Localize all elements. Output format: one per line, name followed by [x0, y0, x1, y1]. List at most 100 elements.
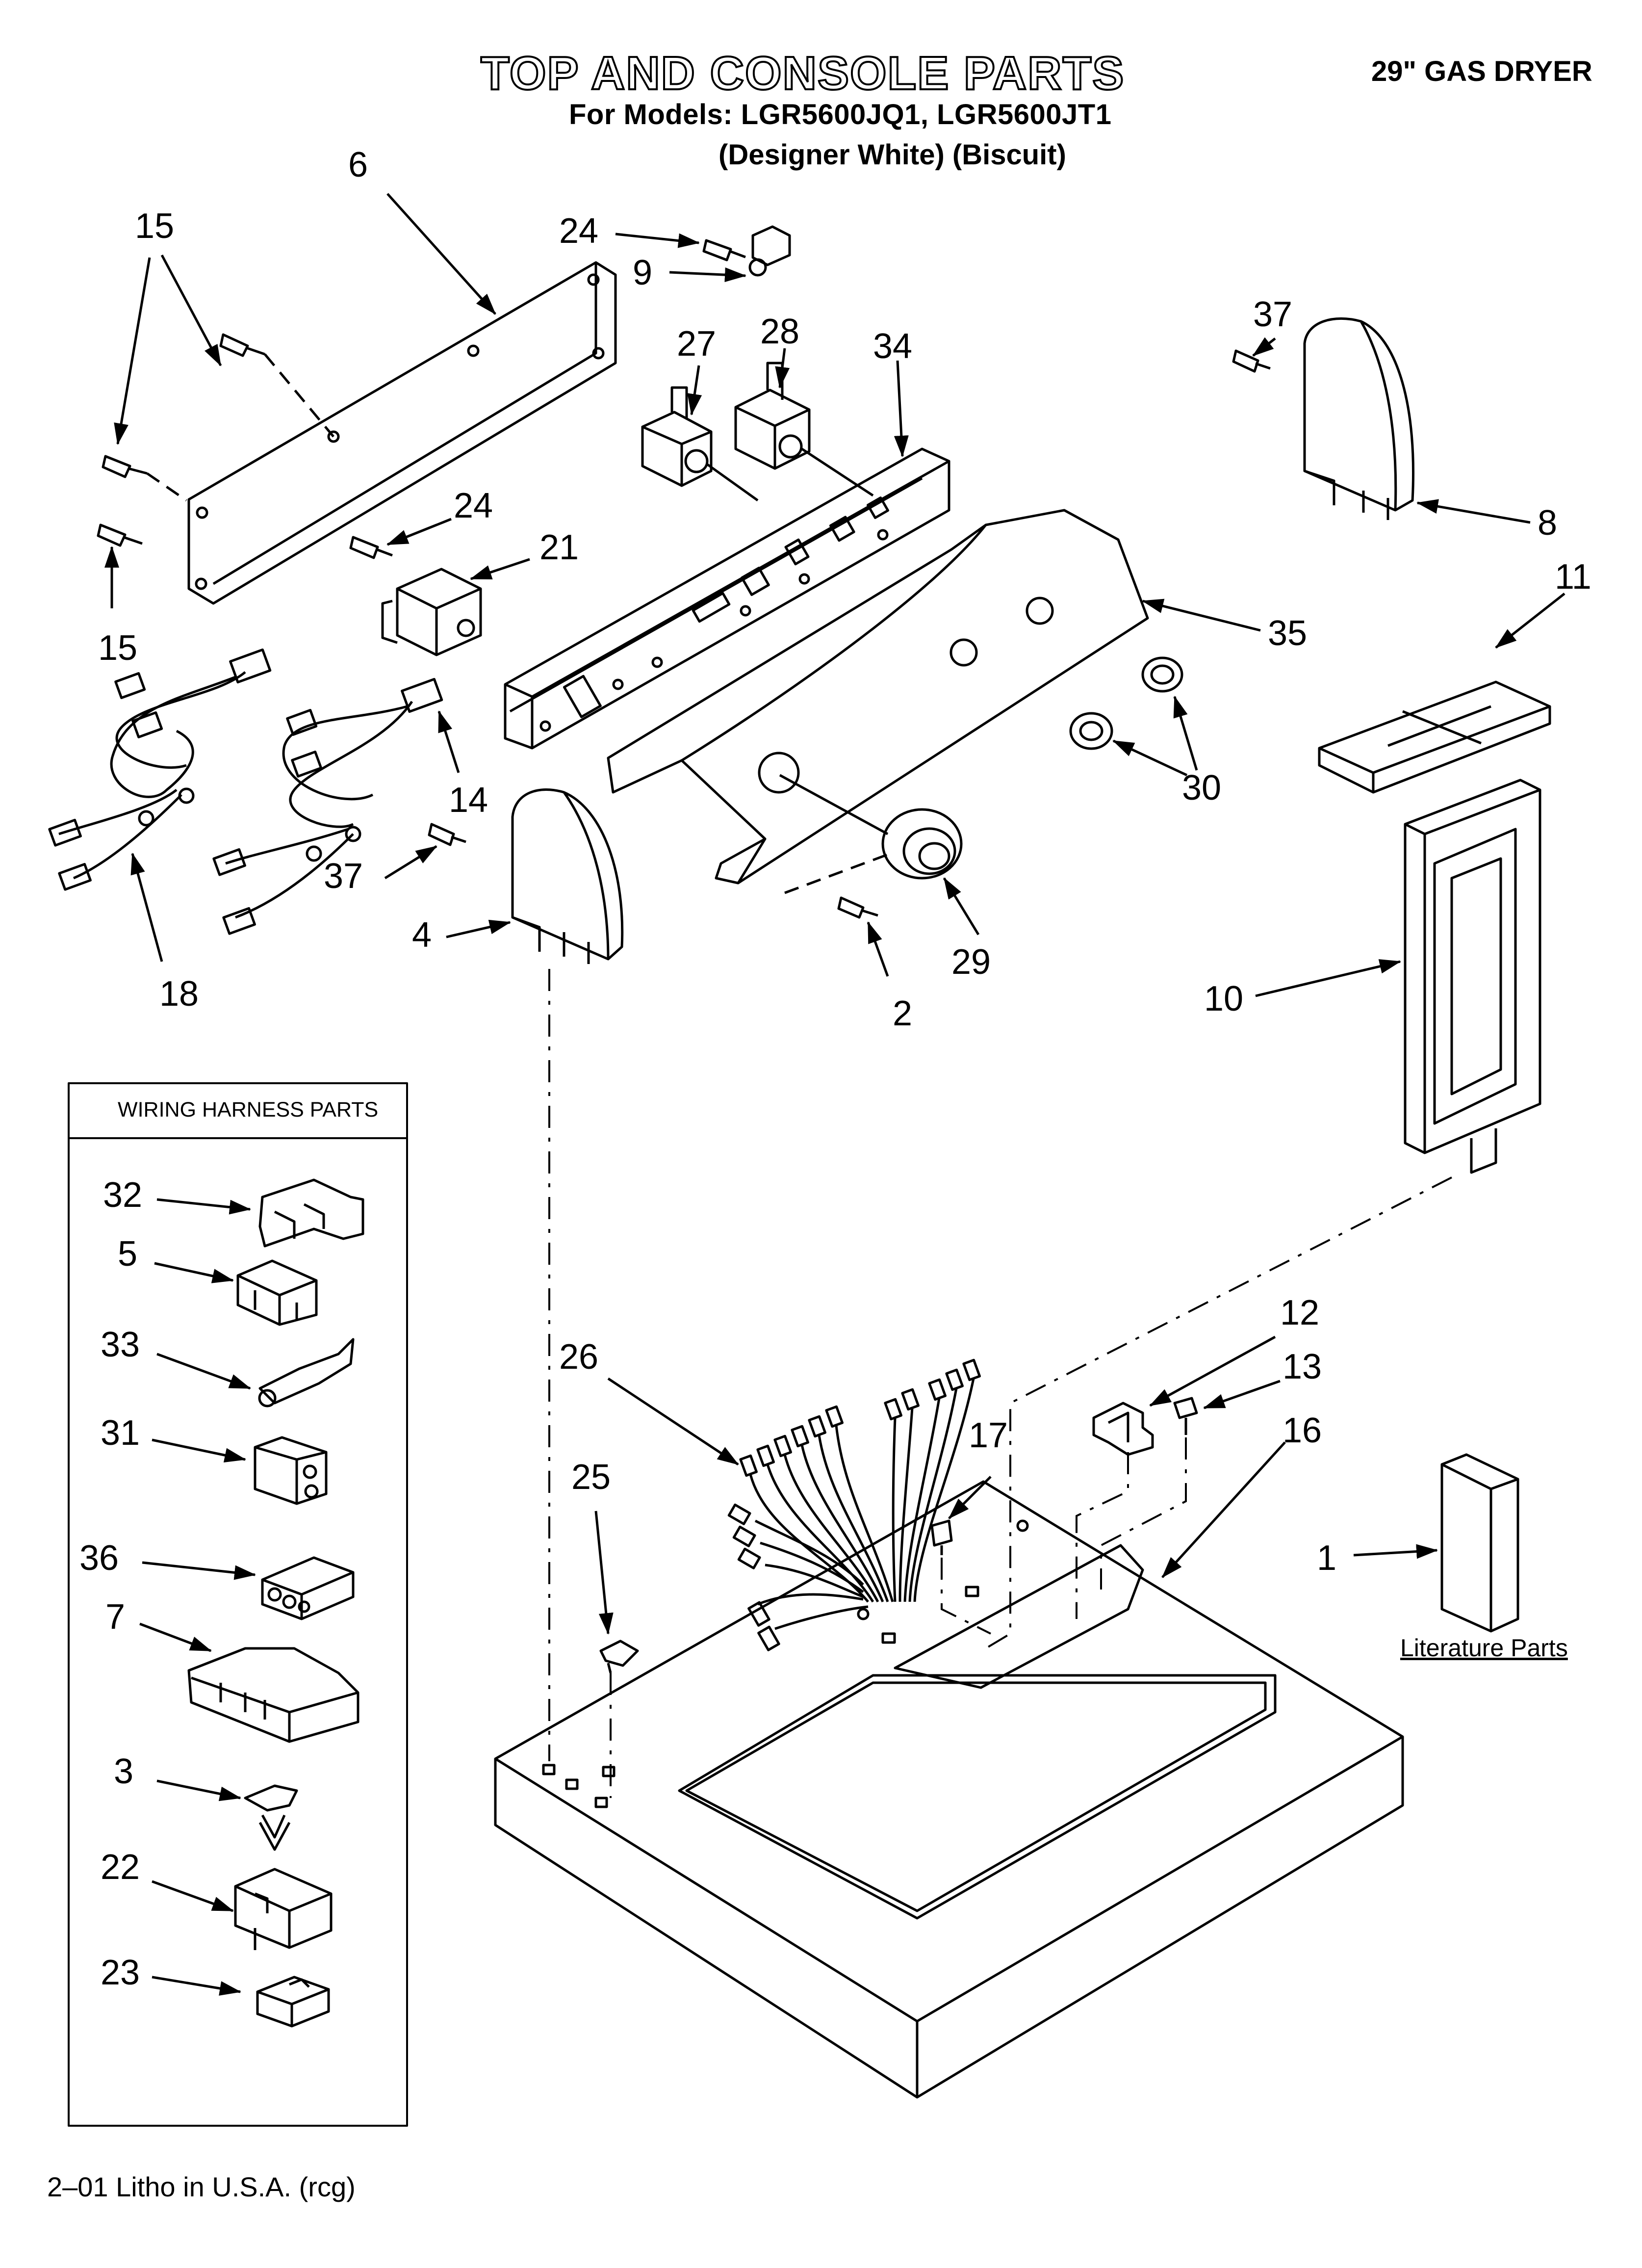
diagram-title: TOP AND CONSOLE PARTS — [480, 46, 1125, 101]
clamp-9 — [748, 225, 791, 277]
callout-15-bottom: 15 — [98, 628, 138, 668]
screw-15-middle — [102, 455, 187, 502]
switch-27 — [641, 386, 759, 502]
callout-7: 7 — [105, 1597, 126, 1637]
lint-housing-10 — [1404, 779, 1541, 1174]
leader-26 — [607, 1377, 739, 1466]
variants-line: (Designer White) (Biscuit) — [718, 139, 1066, 171]
callout-34: 34 — [873, 327, 913, 366]
callout-22: 22 — [101, 1848, 140, 1887]
switch-28 — [734, 362, 874, 497]
callout-12: 12 — [1280, 1293, 1320, 1332]
leader-12 — [1149, 1335, 1276, 1407]
leader-7 — [139, 1622, 212, 1652]
callout-24-timer: 24 — [454, 486, 493, 525]
wire-harness-14 — [212, 678, 443, 935]
leader-3 — [156, 1779, 241, 1801]
callout-17: 17 — [969, 1416, 1008, 1455]
callout-11: 11 — [1555, 557, 1591, 597]
leader-25 — [594, 1511, 614, 1635]
screw-13 — [1173, 1397, 1198, 1435]
harness-part-7 — [187, 1647, 359, 1743]
screw-15-upper — [219, 333, 334, 438]
screw-37-right — [1232, 349, 1271, 373]
leader-35 — [1142, 599, 1261, 632]
callout-1: 1 — [1317, 1538, 1337, 1578]
leader-32 — [156, 1198, 251, 1215]
leader-28 — [775, 348, 790, 389]
callout-32: 32 — [103, 1175, 143, 1215]
callout-28: 28 — [760, 312, 800, 351]
leader-15-b — [114, 257, 151, 445]
control-backplate-34 — [504, 447, 950, 750]
wiring-harness-title: WIRING HARNESS PARTS — [118, 1098, 379, 1121]
leader-22 — [152, 1880, 234, 1912]
leader-16 — [1161, 1441, 1286, 1578]
callout-10: 10 — [1204, 979, 1244, 1018]
callout-33: 33 — [101, 1325, 140, 1364]
screw-17 — [930, 1519, 953, 1555]
leader-5 — [154, 1262, 234, 1283]
product-name: 29" GAS DRYER — [1371, 55, 1592, 87]
callout-2: 2 — [893, 994, 913, 1033]
leader-33 — [156, 1353, 251, 1390]
callout-6: 6 — [348, 145, 368, 184]
literature-part-1 — [1440, 1453, 1519, 1633]
callout-14: 14 — [449, 781, 488, 820]
leader-24-timer — [386, 518, 452, 546]
harness-part-22 — [234, 1868, 333, 1950]
leader-23 — [152, 1976, 241, 1996]
leader-14 — [437, 710, 460, 773]
leader-30-b — [1112, 739, 1188, 777]
callout-35: 35 — [1268, 614, 1308, 653]
models-line: For Models: LGR5600JQ1, LGR5600JT1 — [569, 99, 1112, 130]
reference-line-bracket — [1076, 1452, 1129, 1619]
callout-18: 18 — [159, 974, 199, 1014]
harness-part-36 — [261, 1556, 355, 1620]
leader-15-a — [160, 254, 222, 366]
callout-29: 29 — [951, 942, 991, 982]
callout-4: 4 — [412, 915, 432, 955]
litho-footer: 2–01 Litho in U.S.A. (rcg) — [47, 2171, 356, 2202]
callout-25: 25 — [571, 1458, 611, 1497]
top-panel-16 — [494, 1480, 1404, 2099]
callout-5: 5 — [118, 1234, 138, 1274]
screw-2 — [837, 896, 878, 919]
leader-9 — [669, 267, 746, 283]
harness-26 — [727, 1358, 981, 1651]
callout-27: 27 — [677, 324, 717, 364]
reference-line-screw17 — [941, 1558, 991, 1635]
knob-30-upper — [1141, 656, 1183, 693]
reference-line-screw13 — [1100, 1437, 1187, 1590]
screw-37-left — [428, 823, 466, 846]
screw-24-top — [702, 239, 746, 261]
leader-21 — [470, 558, 530, 580]
leader-6 — [386, 193, 496, 315]
end-cap-right-8 — [1303, 317, 1415, 520]
leader-37-left — [384, 845, 437, 880]
callout-13: 13 — [1283, 1347, 1322, 1386]
lint-screen-11 — [1318, 680, 1551, 794]
leader-11 — [1495, 593, 1565, 649]
leader-8 — [1416, 499, 1531, 524]
callout-37-left: 37 — [324, 857, 363, 896]
wire-harness-18 — [48, 648, 272, 891]
callout-30: 30 — [1182, 768, 1222, 808]
harness-part-31 — [254, 1436, 328, 1505]
leader-10 — [1255, 959, 1401, 997]
wiring-harness-box — [68, 1082, 408, 2127]
harness-part-23 — [256, 1976, 330, 2028]
console-35 — [607, 509, 1149, 885]
leader-31 — [152, 1438, 246, 1463]
callout-36: 36 — [79, 1538, 119, 1578]
leader-37-right — [1252, 337, 1276, 357]
leader-29 — [943, 877, 980, 936]
harness-part-32 — [258, 1178, 364, 1248]
leader-4 — [446, 919, 511, 938]
callout-8: 8 — [1538, 503, 1558, 543]
harness-part-33 — [258, 1338, 355, 1408]
end-cap-left-4 — [511, 788, 624, 964]
bracket-12 — [1092, 1402, 1154, 1456]
screw-15-lower — [97, 523, 143, 547]
clip-25 — [599, 1640, 639, 1673]
